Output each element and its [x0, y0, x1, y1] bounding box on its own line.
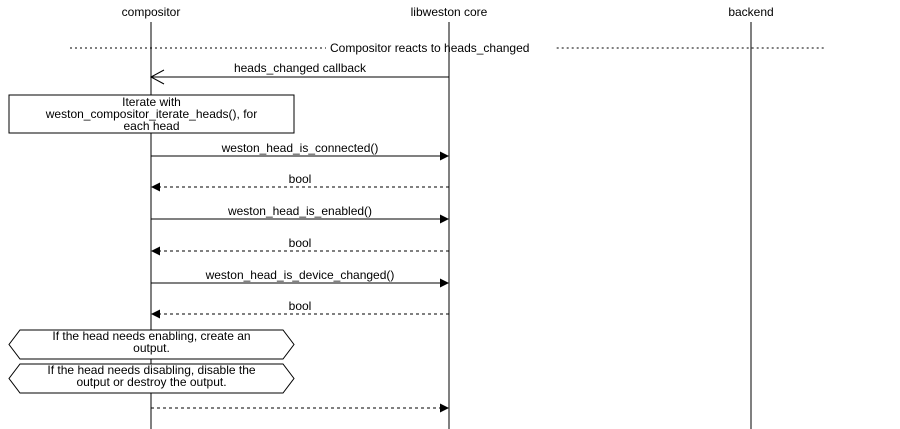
note-line: each head — [123, 119, 179, 133]
message-label-heads-changed-callback: heads_changed callback — [234, 61, 367, 75]
message-label-bool-return-connected: bool — [289, 172, 312, 186]
lifelines-group — [150, 22, 752, 429]
arrowhead-bool-return-connected — [151, 182, 160, 192]
message-weston-head-is-connected: weston_head_is_connected() — [151, 141, 449, 161]
condition-shape-condition-disable-head — [8, 363, 295, 394]
note-line: weston_compositor_iterate_heads(), for — [45, 107, 257, 121]
arrowhead-final-return — [440, 403, 449, 413]
arrowhead-weston-head-is-device-changed — [440, 278, 449, 288]
arrowhead-weston-head-is-enabled — [440, 214, 449, 224]
note-box-iterate-heads-note — [8, 94, 295, 134]
message-label-bool-return-enabled: bool — [289, 236, 312, 250]
message-bool-return-connected: bool — [151, 172, 449, 192]
condition-line: output or destroy the output. — [76, 375, 226, 389]
conditions-group: If the head needs enabling, create anout… — [8, 329, 295, 394]
message-label-weston-head-is-device-changed: weston_head_is_device_changed() — [205, 268, 395, 282]
message-weston-head-is-enabled: weston_head_is_enabled() — [151, 204, 449, 224]
condition-line: output. — [133, 341, 170, 355]
message-bool-return-device-changed: bool — [151, 299, 449, 319]
condition-condition-enable-head: If the head needs enabling, create anout… — [8, 329, 295, 360]
participant-label-backend: backend — [728, 5, 773, 19]
messages-group: heads_changed callback weston_head_is_con… — [149, 61, 449, 413]
condition-line: If the head needs enabling, create an — [52, 329, 250, 343]
arrowhead-weston-head-is-connected — [440, 151, 449, 161]
message-heads-changed-callback: heads_changed callback — [149, 61, 449, 85]
section-divider-group: Compositor reacts to heads_changed — [70, 41, 825, 55]
arrowhead-bool-return-enabled — [151, 246, 160, 256]
participant-headers-group: compositor libweston core backend — [122, 5, 774, 19]
condition-line: If the head needs disabling, disable the — [47, 363, 255, 377]
condition-shape-condition-enable-head — [8, 329, 295, 360]
message-bool-return-enabled: bool — [151, 236, 449, 256]
message-label-weston-head-is-connected: weston_head_is_connected() — [221, 141, 379, 155]
notes-group: Iterate withweston_compositor_iterate_he… — [8, 94, 295, 134]
participant-label-libweston-core: libweston core — [411, 5, 488, 19]
message-weston-head-is-device-changed: weston_head_is_device_changed() — [151, 268, 449, 288]
note-line: Iterate with — [122, 95, 181, 109]
participant-label-compositor: compositor — [122, 5, 181, 19]
message-label-weston-head-is-enabled: weston_head_is_enabled() — [227, 204, 372, 218]
condition-condition-disable-head: If the head needs disabling, disable the… — [8, 363, 295, 394]
note-iterate-heads-note: Iterate withweston_compositor_iterate_he… — [8, 94, 295, 134]
arrowhead-heads-changed-callback — [149, 69, 165, 85]
arrowhead-bool-return-device-changed — [151, 309, 160, 319]
message-label-bool-return-device-changed: bool — [289, 299, 312, 313]
message-final-return — [151, 403, 449, 413]
divider-label: Compositor reacts to heads_changed — [330, 41, 529, 55]
